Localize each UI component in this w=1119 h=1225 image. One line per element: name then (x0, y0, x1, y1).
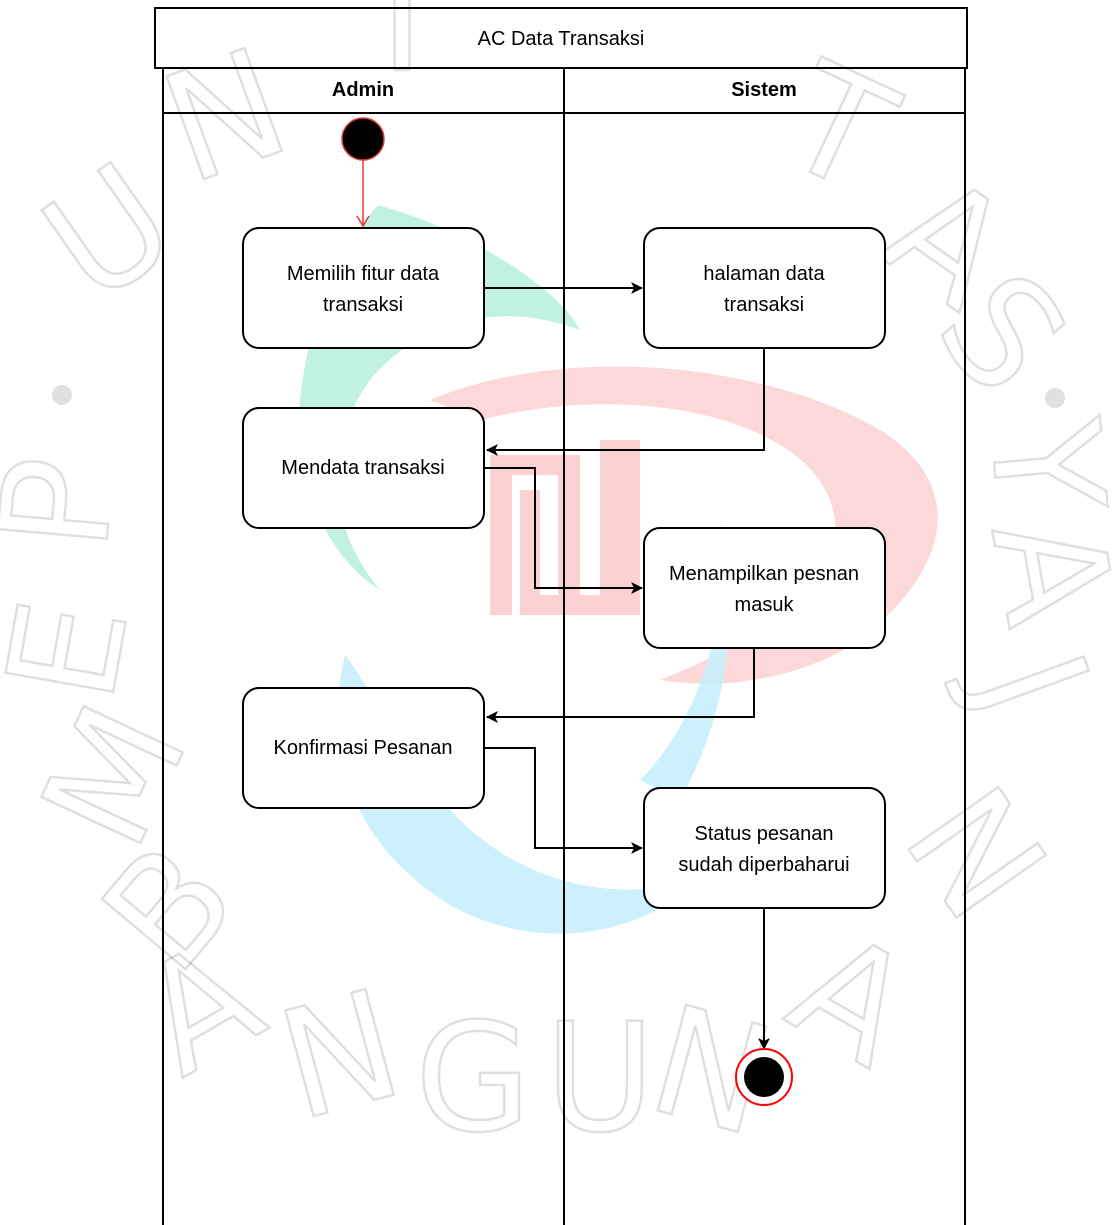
svg-text:G: G (415, 992, 531, 1166)
edge-a3-to-s3 (485, 747, 643, 854)
activity-box (242, 227, 485, 349)
watermark-logo: U N I T A S P E M B A N G U N A N J A Y (0, 0, 1119, 1172)
svg-text:Y: Y (955, 412, 1119, 520)
title-box (154, 7, 968, 69)
activity-box (643, 227, 886, 349)
edge-s2-to-a3 (486, 648, 755, 723)
svg-text:T: T (759, 30, 918, 227)
activity-a3: Konfirmasi Pesanan (242, 687, 485, 809)
activity-box (643, 527, 886, 649)
svg-text:U: U (15, 131, 205, 337)
activity-box (242, 687, 485, 809)
svg-text:N: N (871, 759, 1078, 951)
activity-box (643, 787, 886, 909)
watermark-cyan-arc (640, 520, 730, 800)
activity-a2: Mendata transaksi (242, 407, 485, 529)
activity-label-line: Status pesanan (695, 823, 834, 845)
activity-label-line: halaman data (703, 263, 825, 285)
watermark-cyan-swoosh (337, 655, 700, 934)
svg-text:P: P (0, 451, 149, 556)
end-node-core (744, 1057, 784, 1097)
activity-label-line: transaksi (323, 294, 403, 316)
activity-s3: Status pesanan sudah diperbaharui (643, 787, 886, 909)
svg-text:I: I (380, 0, 424, 106)
edge-a2-to-s2 (485, 467, 643, 594)
svg-text:J: J (939, 625, 1119, 734)
swimlane-frame: AC Data Transaksi Admin Sistem (154, 7, 968, 1225)
activity-label-line: Mendata transaksi (281, 457, 444, 479)
activity-label-line: transaksi (724, 294, 804, 316)
svg-text:N: N (143, 16, 308, 218)
activity-s1: halaman data transaksi (643, 227, 886, 349)
activity-label-line: Memilih fitur data (287, 263, 440, 285)
activity-box (242, 407, 485, 529)
activity-label-line: Konfirmasi Pesanan (274, 737, 453, 759)
svg-text:A: A (957, 505, 1119, 636)
svg-text:N: N (264, 958, 417, 1155)
flow-edges (356, 160, 770, 1050)
diagram-title: AC Data Transaksi (478, 28, 645, 50)
activity-label-line: sudah diperbaharui (678, 854, 849, 876)
lane-header-sistem: Sistem (731, 79, 797, 101)
activity-s2: Menampilkan pesnan masuk (643, 527, 886, 649)
activity-a1: Memilih fitur data transaksi (242, 227, 485, 349)
edge-s1-to-a2 (486, 348, 765, 456)
end-node (735, 1048, 793, 1106)
start-node (341, 117, 385, 161)
lane-header-admin: Admin (332, 79, 394, 101)
svg-text:U: U (545, 992, 655, 1166)
activity-label-line: Menampilkan pesnan (669, 563, 859, 585)
activity-label-line: masuk (735, 594, 795, 616)
